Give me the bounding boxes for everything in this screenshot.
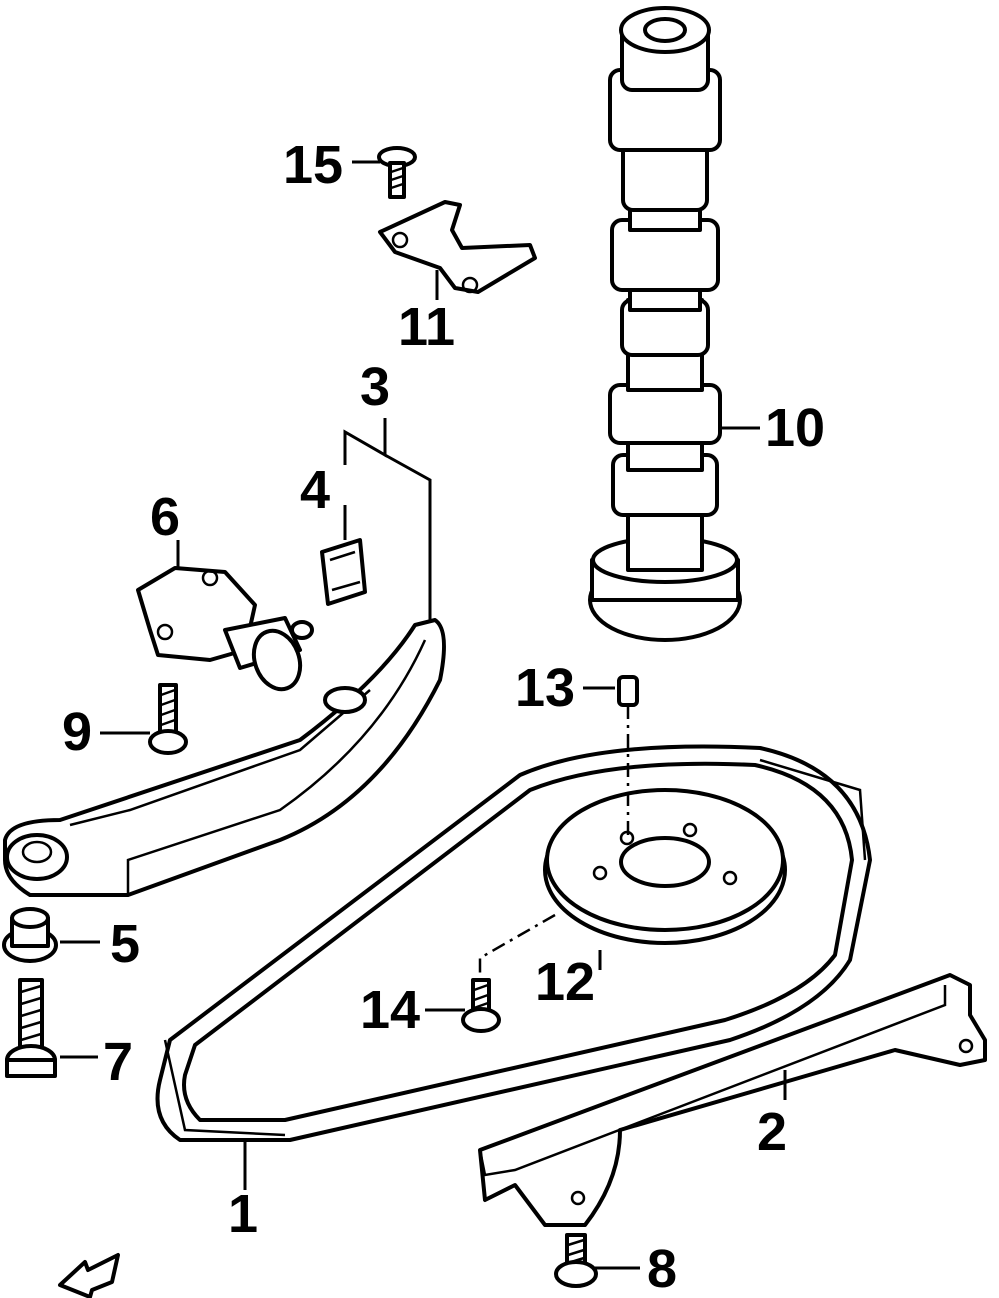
guide-bolt (554, 1233, 598, 1288)
dowel-pin (617, 675, 639, 707)
callout-4: 4 (300, 460, 330, 520)
cam-stopper-plate (378, 200, 537, 294)
callout-13: 13 (515, 658, 575, 718)
callout-6: 6 (150, 487, 180, 547)
callout-15: 15 (283, 135, 343, 195)
tensioner-clip (320, 538, 367, 606)
callout-10: 10 (765, 398, 825, 458)
callout-labels: 15 11 3 4 6 9 5 7 10 13 12 14 2 1 8 (62, 135, 825, 1298)
callout-5: 5 (110, 914, 140, 974)
callout-11: 11 (398, 297, 455, 357)
sprocket-bolt (461, 978, 501, 1033)
fwd-arrow-icon (58, 1253, 120, 1298)
callout-3: 3 (360, 357, 390, 417)
callout-8: 8 (647, 1239, 677, 1298)
callout-1: 1 (228, 1184, 258, 1244)
adjuster-bolt (148, 683, 188, 755)
callout-9: 9 (62, 702, 92, 762)
camshaft (588, 6, 742, 642)
callout-12: 12 (535, 952, 595, 1012)
callout-14: 14 (360, 980, 420, 1040)
chain-tensioner-guide (3, 618, 446, 897)
collar (2, 907, 58, 963)
cam-sprocket (543, 788, 787, 945)
callout-2: 2 (757, 1102, 787, 1162)
tensioner-adjuster (136, 566, 314, 692)
stopper-screw (377, 146, 417, 199)
long-bolt (5, 978, 57, 1078)
callout-7: 7 (103, 1032, 133, 1092)
chain-guide (478, 973, 987, 1227)
leader-lines (60, 160, 787, 1270)
